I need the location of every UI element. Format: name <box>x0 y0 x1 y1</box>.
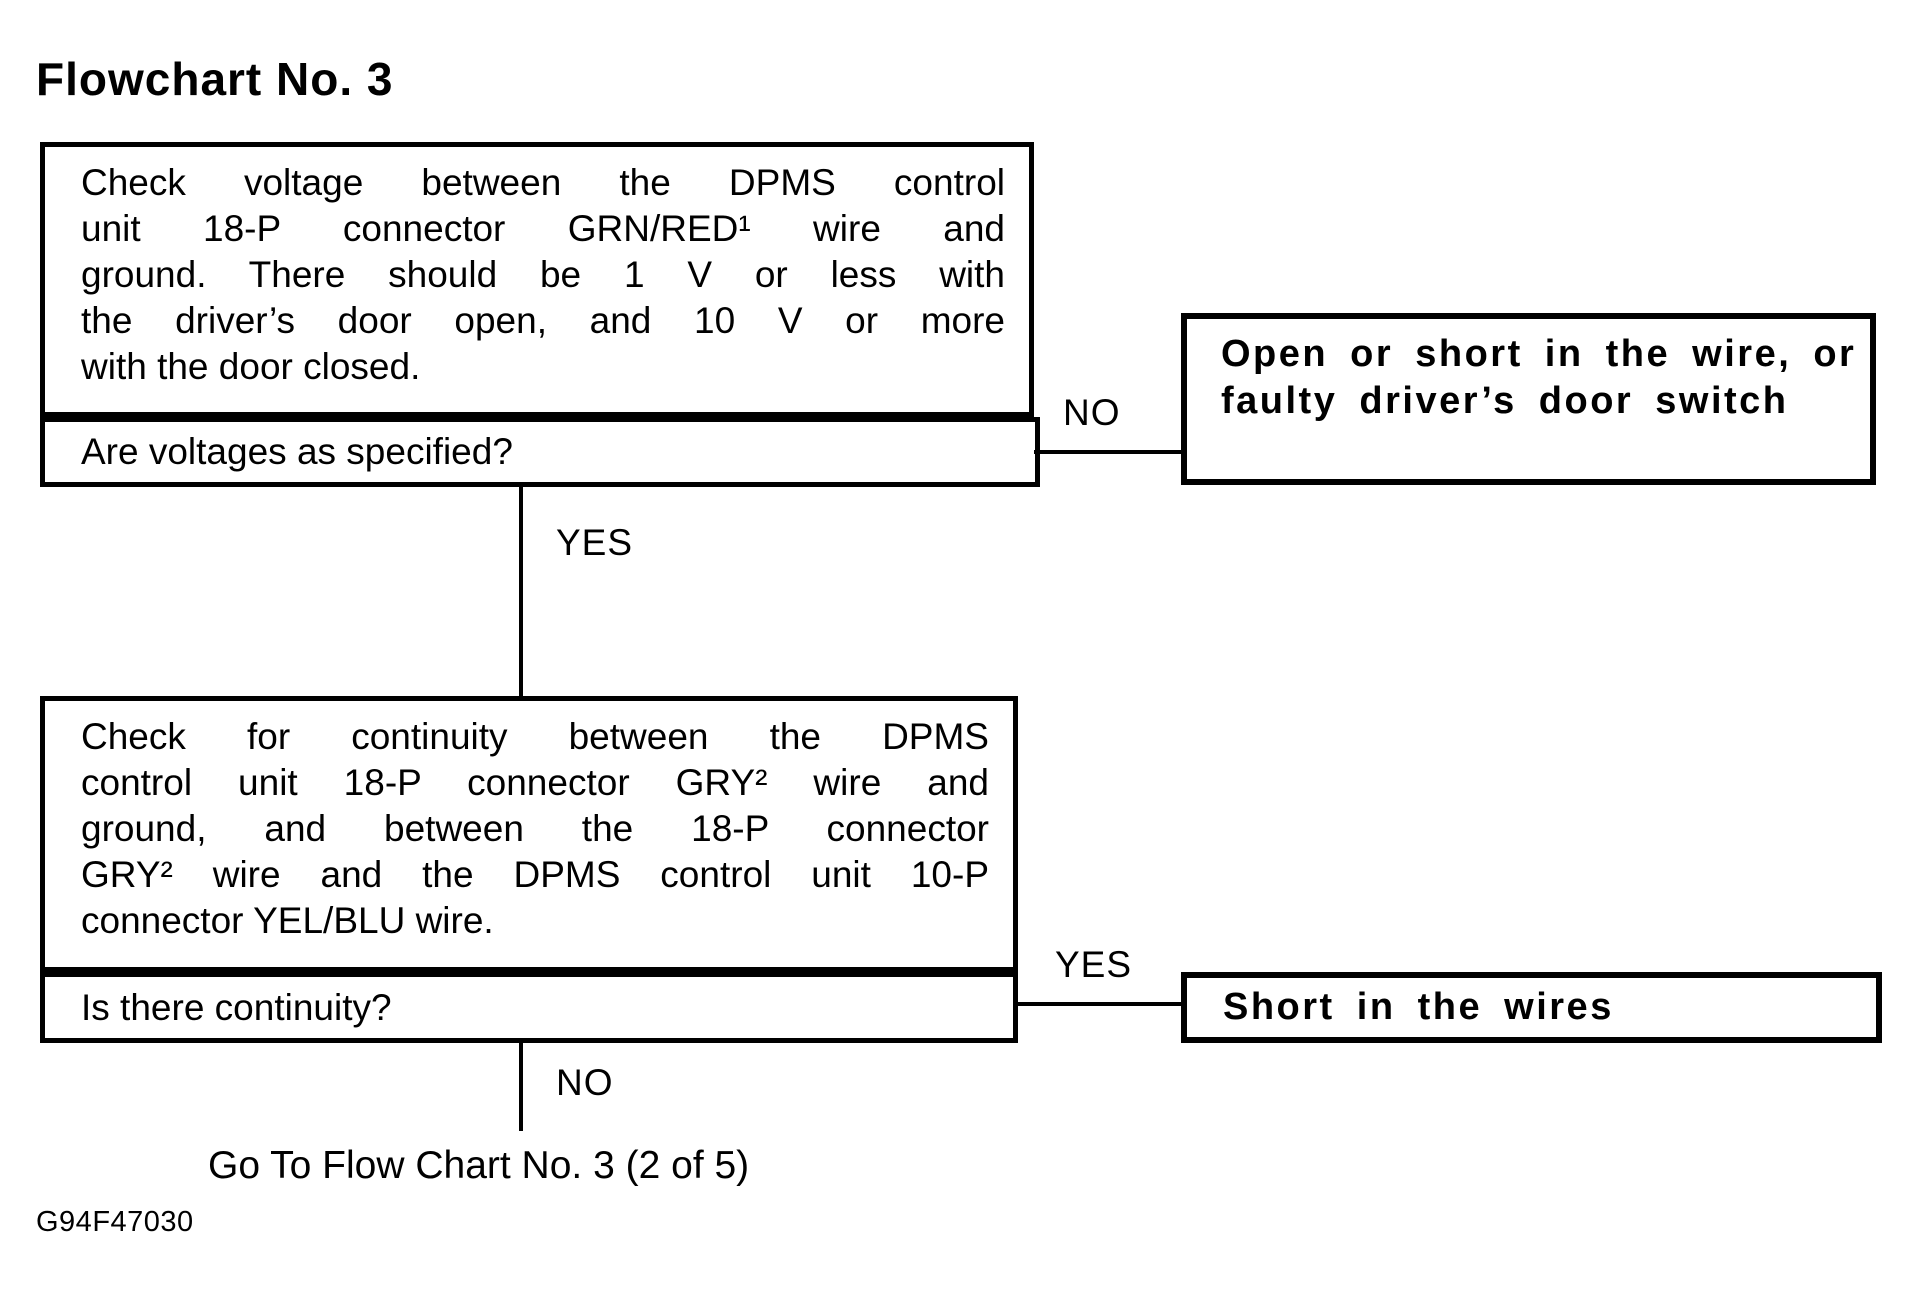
step1-statement-line: unit 18-P connector GRN/RED¹ wire and <box>81 208 1005 249</box>
step1-no-result-box: Open or short in the wire, or faulty dri… <box>1181 313 1876 485</box>
step2-no-connector-line <box>519 1043 523 1131</box>
step1-statement-line: ground. There should be 1 V or less with <box>81 254 1005 295</box>
step1-no-connector-line <box>1034 450 1181 454</box>
step1-yes-connector-line <box>519 487 523 696</box>
step2-question-box: Is there continuity? <box>40 972 1018 1043</box>
step1-yes-label: YES <box>556 522 634 563</box>
step1-statement-line: Check voltage between the DPMS control <box>81 162 1005 203</box>
figure-code: G94F47030 <box>36 1206 194 1238</box>
goto-flowchart-text: Go To Flow Chart No. 3 (2 of 5) <box>208 1144 750 1187</box>
step2-question-text: Is there continuity? <box>81 986 392 1028</box>
page-title: Flowchart No. 3 <box>36 53 394 105</box>
step2-yes-result-text: Short in the wires <box>1223 986 1614 1028</box>
step1-no-result-line: Open or short in the wire, or <box>1221 333 1857 375</box>
step2-yes-result-box: Short in the wires <box>1181 972 1882 1043</box>
step1-question-text: Are voltages as specified? <box>81 431 513 472</box>
step1-question-box: Are voltages as specified? <box>40 417 1040 487</box>
step2-statement-line: GRY² wire and the DPMS control unit 10-P <box>81 854 989 895</box>
step1-no-result-line: faulty driver’s door switch <box>1221 380 1789 422</box>
step2-statement-line: connector YEL/BLU wire. <box>81 900 494 941</box>
step1-no-label: NO <box>1063 392 1121 433</box>
step2-statement-line: control unit 18-P connector GRY² wire an… <box>81 762 989 803</box>
step2-statement-line: ground, and between the 18-P connector <box>81 808 989 849</box>
step1-statement-line: the driver’s door open, and 10 V or more <box>81 300 1005 341</box>
step2-yes-label: YES <box>1055 944 1133 985</box>
step2-no-label: NO <box>556 1062 614 1103</box>
step2-statement-line: Check for continuity between the DPMS <box>81 716 989 757</box>
step2-yes-connector-line <box>1018 1002 1181 1006</box>
step1-statement-box: Check voltage between the DPMS control u… <box>40 142 1034 417</box>
step1-statement-line: with the door closed. <box>81 346 421 387</box>
step2-statement-box: Check for continuity between the DPMS co… <box>40 696 1018 972</box>
